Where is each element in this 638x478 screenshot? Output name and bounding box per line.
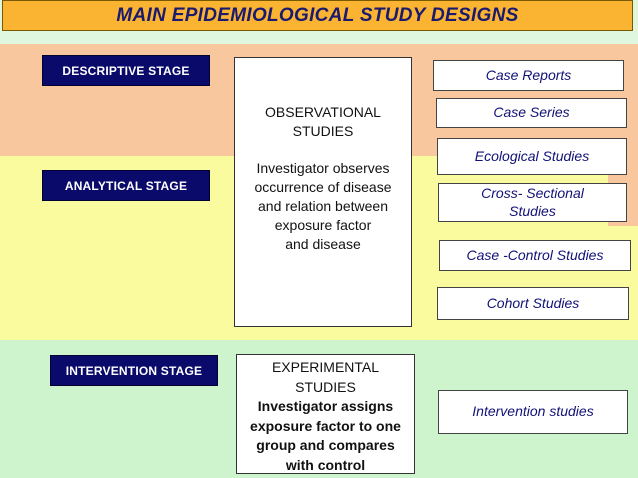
observational-desc-line5: and disease — [285, 236, 361, 252]
cross-sectional-studies-box: Cross- Sectional Studies — [438, 183, 627, 222]
experimental-desc-line2: exposure factor to one — [250, 417, 401, 434]
descriptive-stage-label: DESCRIPTIVE STAGE — [42, 55, 210, 86]
observational-desc-line3: and relation between — [258, 198, 388, 214]
ecological-studies-label: Ecological Studies — [474, 147, 590, 164]
case-series-label: Case Series — [493, 104, 570, 121]
descriptive-stage-text: DESCRIPTIVE STAGE — [62, 63, 190, 78]
intervention-studies-label: Intervention studies — [472, 403, 594, 420]
case-reports-label: Case Reports — [485, 66, 572, 83]
cross-sectional-label-line1: Cross- Sectional — [481, 185, 584, 201]
page-title: MAIN EPIDEMIOLOGICAL STUDY DESIGNS — [116, 4, 519, 26]
analytical-stage-label: ANALYTICAL STAGE — [42, 170, 210, 201]
observational-desc-line2: occurrence of disease — [254, 179, 392, 195]
experimental-heading-line2: STUDIES — [295, 378, 356, 395]
experimental-desc-line1: Investigator assigns — [257, 398, 394, 414]
intervention-studies-box: Intervention studies — [438, 390, 628, 434]
cohort-studies-box: Cohort Studies — [437, 287, 629, 320]
case-control-studies-box: Case -Control Studies — [439, 240, 631, 271]
ecological-studies-box: Ecological Studies — [437, 138, 627, 175]
observational-studies-box: OBSERVATIONAL STUDIES Investigator obser… — [234, 57, 412, 327]
experimental-desc-line3: group and compares — [256, 437, 395, 453]
case-control-studies-label: Case -Control Studies — [466, 246, 604, 263]
cross-sectional-label-line2: Studies — [509, 202, 556, 219]
observational-desc-line4: exposure factor — [274, 217, 372, 233]
observational-heading-line2: STUDIES — [292, 123, 354, 139]
cohort-studies-label: Cohort Studies — [486, 294, 580, 311]
case-reports-box: Case Reports — [433, 60, 624, 91]
observational-heading-line1: OBSERVATIONAL — [265, 104, 381, 120]
analytical-stage-text: ANALYTICAL STAGE — [64, 178, 188, 193]
observational-desc-line1: Investigator observes — [256, 160, 390, 176]
experimental-heading-line1: EXPERIMENTAL — [271, 359, 380, 375]
case-series-box: Case Series — [436, 98, 627, 128]
intervention-stage-label: INTERVENTION STAGE — [50, 355, 218, 386]
intervention-stage-text: INTERVENTION STAGE — [65, 363, 203, 378]
experimental-desc-line4: with control — [285, 456, 366, 473]
title-banner: MAIN EPIDEMIOLOGICAL STUDY DESIGNS — [2, 0, 633, 31]
experimental-studies-box: EXPERIMENTAL STUDIES Investigator assign… — [236, 354, 415, 474]
